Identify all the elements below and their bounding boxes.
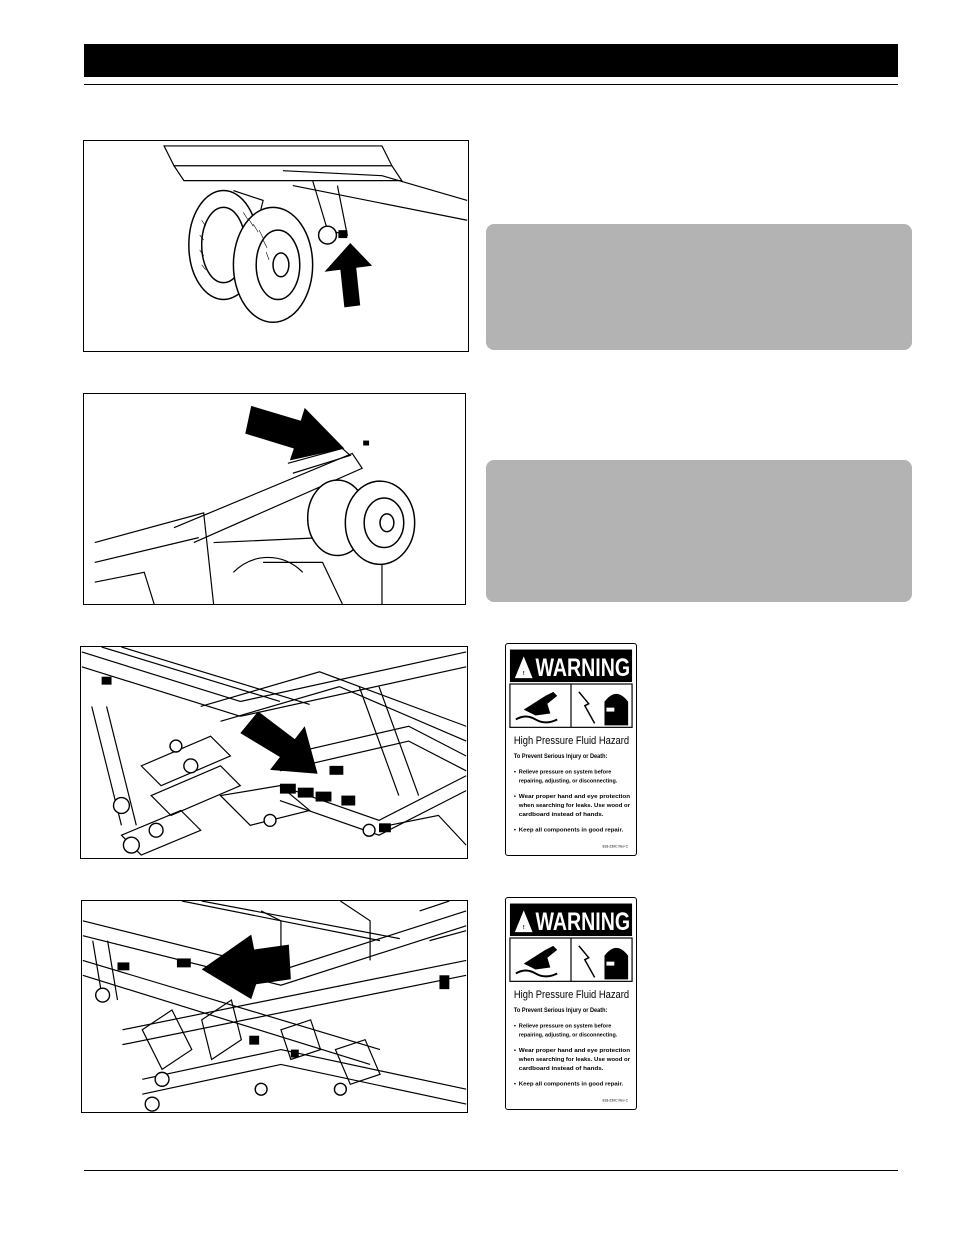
figure-rear-frame — [81, 900, 468, 1113]
pointer-arrow-icon — [201, 934, 291, 1000]
bullet-line: Relieve pressure on system before — [519, 770, 612, 776]
svg-text:!: ! — [523, 671, 525, 677]
svg-text:•: • — [514, 1024, 516, 1030]
bullet-line: Keep all components in good repair. — [519, 828, 624, 834]
hand-fluid-injection-icon — [515, 691, 558, 724]
pointer-arrow-icon — [240, 711, 318, 774]
wheel-pivot-illustration — [163, 145, 468, 324]
hand-fluid-injection-icon — [515, 945, 558, 978]
bullet-line: Wear proper hand and eye protection — [519, 794, 631, 800]
bullet-line: cardboard instead of hands. — [519, 812, 604, 818]
decal-subtitle: To Prevent Serious Injury or Death: — [514, 753, 608, 760]
decal-marker — [363, 440, 370, 446]
svg-text:•: • — [514, 794, 516, 800]
alert-triangle-icon — [514, 656, 533, 679]
warning-decal-1: ! WARNING High Pressure Fluid Hazard To … — [505, 643, 637, 856]
svg-text:•: • — [514, 1048, 516, 1054]
lift-arm-illustration — [94, 405, 416, 604]
svg-text:•: • — [514, 770, 516, 776]
header-rule — [84, 84, 898, 85]
eye-protection-icon — [578, 945, 629, 980]
part-number: 818-230C Rev C — [603, 1098, 629, 1102]
footer-rule — [84, 1170, 898, 1171]
svg-text:!: ! — [523, 925, 525, 931]
note-box-2 — [486, 460, 912, 602]
pointer-arrow-icon — [324, 243, 373, 308]
figure-lift-arm — [83, 393, 466, 605]
bullet-line: repairing, adjusting, or disconnecting. — [519, 778, 618, 784]
signal-word: WARNING — [536, 655, 631, 682]
header-bar — [84, 44, 898, 77]
bullet-line: when searching for leaks. Use wood or — [518, 1057, 631, 1063]
hazard-title: High Pressure Fluid Hazard — [514, 989, 629, 1001]
bullet-line: Wear proper hand and eye protection — [519, 1048, 631, 1054]
signal-word: WARNING — [536, 909, 631, 936]
bullet-line: when searching for leaks. Use wood or — [518, 803, 631, 809]
bullet-line: Keep all components in good repair. — [519, 1082, 624, 1088]
figure-front-frame — [80, 646, 468, 859]
bullet-line: repairing, adjusting, or disconnecting. — [519, 1032, 618, 1038]
decal-marker — [338, 230, 348, 239]
rear-frame-illustration — [82, 901, 467, 1112]
pointer-arrow-icon — [245, 405, 345, 461]
part-number: 818-230C Rev C — [603, 844, 629, 848]
warning-decal-2: ! WARNING High Pressure Fluid Hazard To … — [505, 897, 637, 1110]
figure-wheel-pivot — [83, 140, 469, 352]
eye-protection-icon — [578, 691, 629, 726]
hazard-title: High Pressure Fluid Hazard — [514, 735, 629, 747]
bullet-line: Relieve pressure on system before — [519, 1024, 612, 1030]
svg-text:•: • — [514, 1082, 516, 1088]
front-frame-illustration — [81, 647, 467, 856]
svg-text:•: • — [514, 828, 516, 834]
bullet-line: cardboard instead of hands. — [519, 1066, 604, 1072]
decal-subtitle: To Prevent Serious Injury or Death: — [514, 1007, 608, 1014]
alert-triangle-icon — [514, 910, 533, 933]
note-box-1 — [486, 224, 912, 350]
